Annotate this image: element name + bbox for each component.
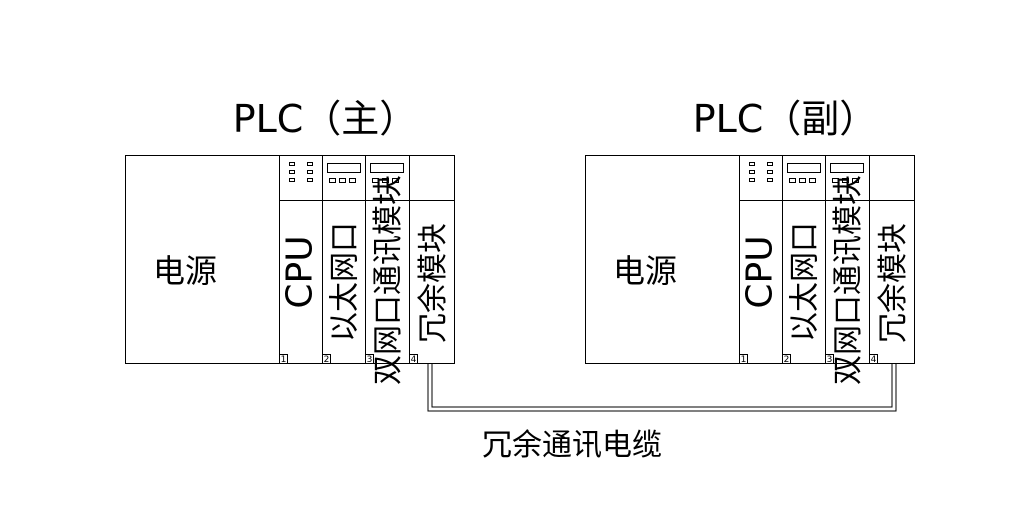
- button-indicator: [382, 178, 389, 183]
- module-slot-1: CPU 1: [279, 155, 322, 365]
- button-indicator: [392, 178, 399, 183]
- button-indicator: [329, 178, 336, 183]
- button-indicator: [349, 178, 356, 183]
- button-indicator: [789, 178, 796, 183]
- led-indicator: [289, 170, 295, 174]
- plc-rack: [585, 155, 915, 364]
- button-indicator: [799, 178, 806, 183]
- power-label: 电源: [613, 252, 677, 290]
- display-panel: [327, 163, 361, 173]
- led-indicator: [749, 178, 755, 182]
- slot-number: 3: [367, 355, 373, 365]
- button-indicator: [832, 178, 839, 183]
- module-slot-2: 以太网口 2: [322, 155, 365, 365]
- button-indicator: [809, 178, 816, 183]
- module-label: 以太网口: [788, 222, 823, 342]
- button-indicator: [372, 178, 379, 183]
- button-indicator: [852, 178, 859, 183]
- led-indicator: [307, 162, 313, 166]
- module-label: 冗余模块: [876, 223, 911, 343]
- led-indicator: [307, 178, 313, 182]
- led-indicator: [289, 178, 295, 182]
- module-slot-4: 冗余模块 4: [869, 155, 915, 365]
- module-slot-4: 冗余模块 4: [409, 155, 455, 365]
- power-label: 电源: [153, 252, 217, 290]
- plc-title: PLC（主）: [233, 97, 418, 141]
- button-indicator: [842, 178, 849, 183]
- display-panel: [830, 163, 864, 173]
- cable-label: 冗余通讯电缆: [482, 428, 662, 463]
- led-indicator: [749, 162, 755, 166]
- plc-title: PLC（副）: [693, 97, 878, 141]
- module-label: 冗余模块: [416, 223, 451, 343]
- module-slot-1: CPU 1: [739, 155, 782, 365]
- slot-number: 3: [827, 355, 833, 365]
- module-label: CPU: [280, 235, 321, 308]
- led-indicator: [307, 170, 313, 174]
- redundancy-cable: [427, 363, 897, 412]
- slot-number: 4: [871, 355, 877, 365]
- slot-number: 4: [411, 355, 417, 365]
- led-indicator: [749, 170, 755, 174]
- slot-number: 2: [324, 355, 330, 365]
- module-slot-2: 以太网口 2: [782, 155, 825, 365]
- button-indicator: [339, 178, 346, 183]
- display-panel: [370, 163, 404, 173]
- slot-number: 2: [784, 355, 790, 365]
- module-label: 双网口通讯模块: [371, 175, 406, 385]
- led-indicator: [767, 178, 773, 182]
- module-label: 以太网口: [328, 222, 363, 342]
- led-indicator: [767, 170, 773, 174]
- led-indicator: [767, 162, 773, 166]
- module-label: 双网口通讯模块: [831, 175, 866, 385]
- slot-number: 1: [281, 355, 287, 365]
- slot-number: 1: [741, 355, 747, 365]
- plc-rack: [125, 155, 455, 364]
- led-indicator: [289, 162, 295, 166]
- display-panel: [787, 163, 821, 173]
- module-label: CPU: [740, 235, 781, 308]
